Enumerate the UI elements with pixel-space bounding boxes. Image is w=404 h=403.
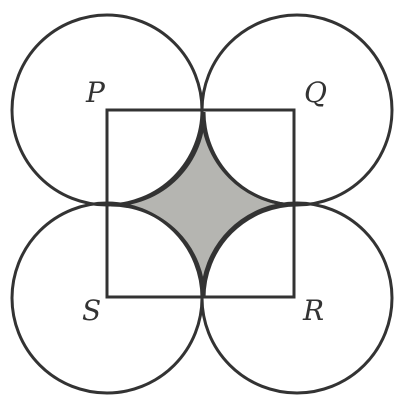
vertex-label-p: P — [85, 76, 106, 109]
circle-s — [10, 201, 204, 395]
vertex-label-r: R — [302, 294, 324, 327]
shaded-region — [110, 111, 298, 299]
vertex-label-q: Q — [304, 76, 327, 109]
vertex-label-s: S — [82, 294, 101, 327]
circle-q — [200, 13, 394, 207]
